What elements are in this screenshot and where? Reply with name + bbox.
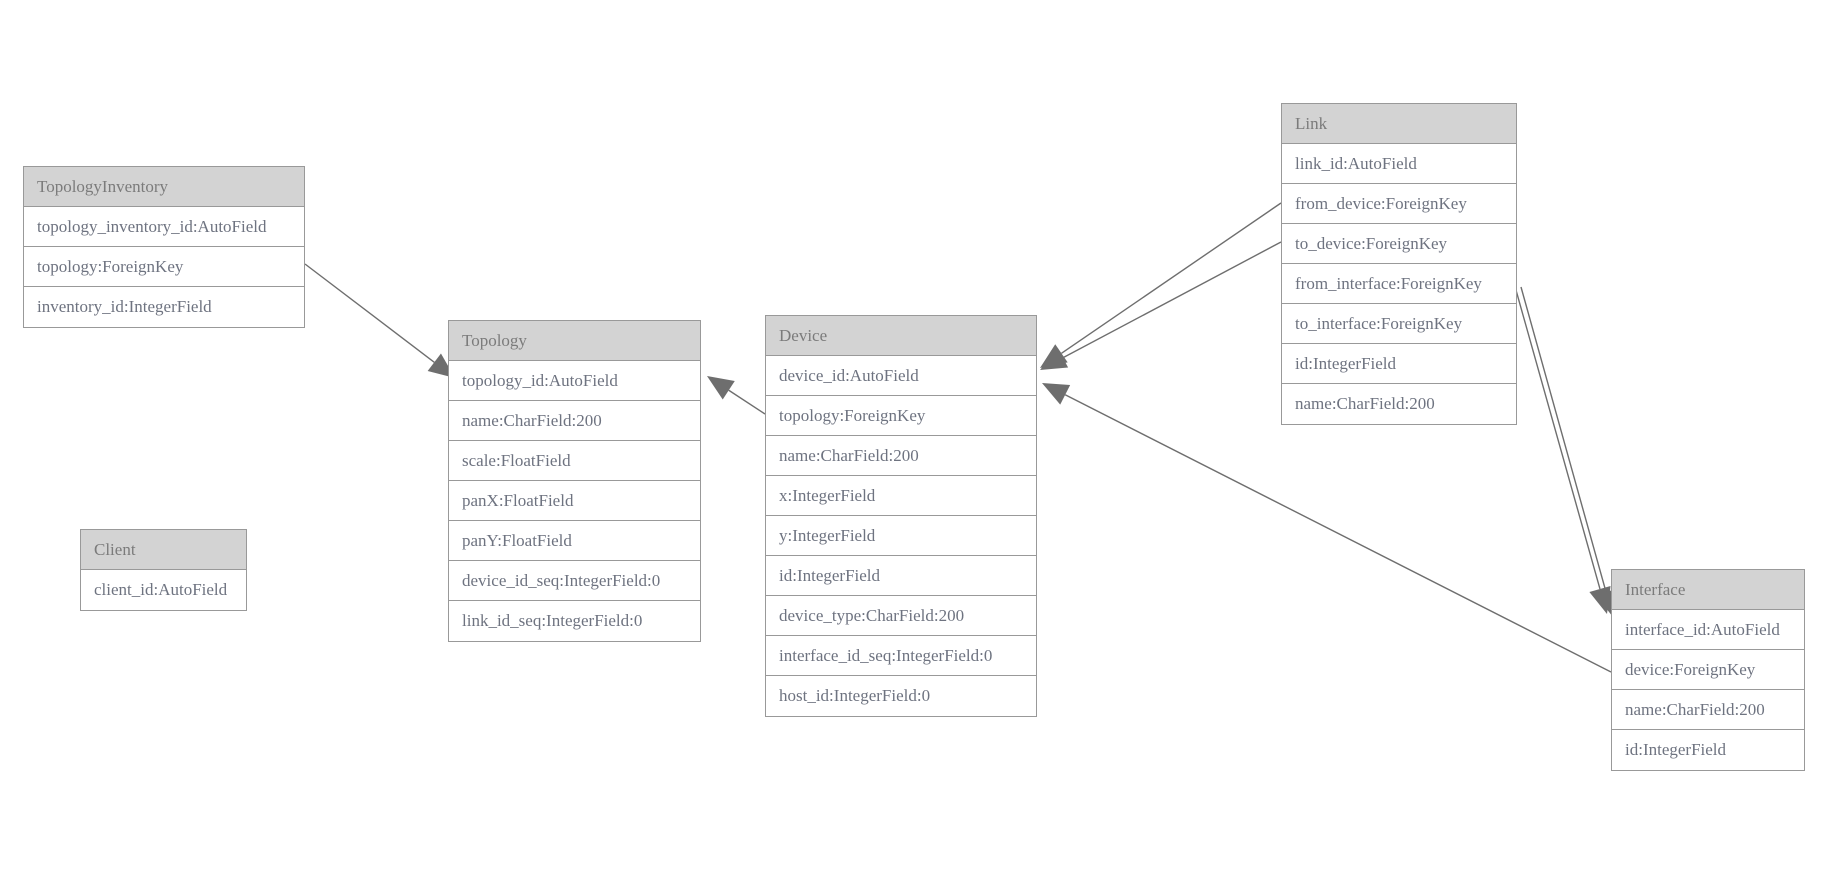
entity-field-row: name:CharField:200: [449, 401, 700, 441]
relationship-line: [1062, 241, 1282, 359]
entity-field-row: topology_id:AutoField: [449, 361, 700, 401]
relationship-link-from_interface: [1513, 282, 1611, 614]
entity-field-row: device_id:AutoField: [766, 356, 1036, 396]
entity-field-row: topology_inventory_id:AutoField: [24, 207, 304, 247]
entity-field-row: from_device:ForeignKey: [1282, 184, 1516, 224]
entity-field-row: device_type:CharField:200: [766, 596, 1036, 636]
entity-title-device: Device: [766, 316, 1036, 356]
entity-field-row: host_id:IntegerField:0: [766, 676, 1036, 716]
entity-field-row: topology:ForeignKey: [24, 247, 304, 287]
entity-field-row: x:IntegerField: [766, 476, 1036, 516]
entity-title-topology: Topology: [449, 321, 700, 361]
entity-field-row: id:IntegerField: [1282, 344, 1516, 384]
entity-field-row: panX:FloatField: [449, 481, 700, 521]
entity-field-row: name:CharField:200: [1282, 384, 1516, 424]
entity-title-link: Link: [1282, 104, 1516, 144]
entity-field-row: y:IntegerField: [766, 516, 1036, 556]
relationship-arrowhead: [1040, 344, 1068, 368]
relationship-interface-device: [1042, 383, 1612, 673]
relationship-line: [1513, 282, 1601, 590]
entity-field-row: to_interface:ForeignKey: [1282, 304, 1516, 344]
entity-field-row: name:CharField:200: [766, 436, 1036, 476]
relationship-link-to_device: [1040, 241, 1282, 370]
entity-field-row: inventory_id:IntegerField: [24, 287, 304, 327]
relationship-topologyinventory-topology: [304, 263, 455, 378]
entity-field-row: topology:ForeignKey: [766, 396, 1036, 436]
entity-field-row: client_id:AutoField: [81, 570, 246, 610]
relationship-line: [304, 263, 435, 363]
relationship-line: [1520, 286, 1607, 593]
entity-field-row: scale:FloatField: [449, 441, 700, 481]
entity-field-row: to_device:ForeignKey: [1282, 224, 1516, 264]
entity-field-row: interface_id:AutoField: [1612, 610, 1804, 650]
entity-field-row: id:IntegerField: [1612, 730, 1804, 770]
entity-field-row: panY:FloatField: [449, 521, 700, 561]
relationship-arrowhead: [1040, 348, 1069, 370]
relationship-link-to_interface: [1520, 286, 1617, 617]
entity-field-row: from_interface:ForeignKey: [1282, 264, 1516, 304]
entity-field-row: link_id:AutoField: [1282, 144, 1516, 184]
relationship-line: [1064, 394, 1612, 673]
entity-field-row: device:ForeignKey: [1612, 650, 1804, 690]
relationship-arrowhead: [707, 376, 735, 400]
entity-field-row: link_id_seq:IntegerField:0: [449, 601, 700, 641]
relationship-arrowhead: [1589, 585, 1611, 614]
entity-title-client: Client: [81, 530, 246, 570]
entity-field-row: id:IntegerField: [766, 556, 1036, 596]
entity-field-row: interface_id_seq:IntegerField:0: [766, 636, 1036, 676]
entity-title-topology_inventory: TopologyInventory: [24, 167, 304, 207]
relationship-arrowhead: [1042, 383, 1071, 405]
relationship-line: [728, 389, 766, 415]
relationship-link-from_device: [1040, 202, 1282, 368]
entity-title-interface: Interface: [1612, 570, 1804, 610]
entity-field-row: name:CharField:200: [1612, 690, 1804, 730]
entity-field-row: device_id_seq:IntegerField:0: [449, 561, 700, 601]
relationship-device-topology: [707, 376, 766, 415]
relationship-line: [1061, 202, 1282, 354]
